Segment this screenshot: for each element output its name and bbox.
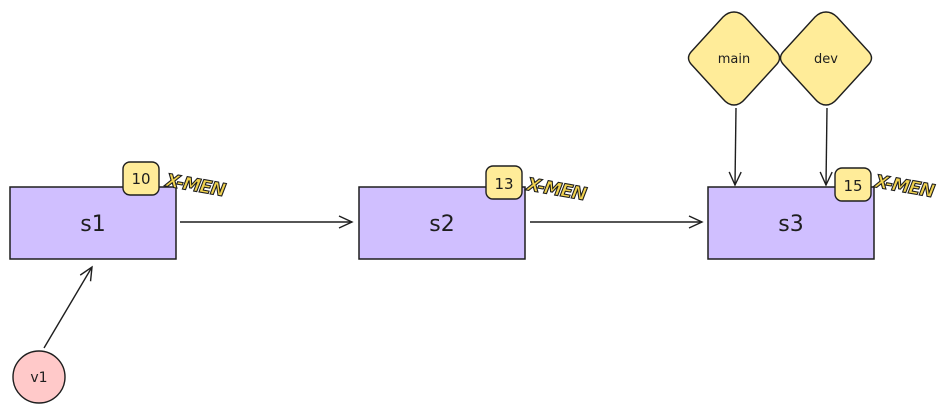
node-label: s2: [429, 212, 454, 237]
node-s1[interactable]: s1: [9, 186, 177, 260]
branch-label: main: [718, 52, 750, 67]
branch-label: dev: [814, 52, 838, 67]
node-label: s3: [778, 212, 803, 237]
node-label: s1: [80, 212, 105, 237]
badge-s2: 13: [485, 165, 523, 200]
edge-dev-s3: [819, 107, 833, 187]
edge-v1-s1: [43, 265, 93, 349]
branch-dev[interactable]: dev: [779, 11, 873, 106]
version-v1[interactable]: v1: [12, 350, 66, 404]
xmen-logo-icon: X-MEN: [872, 171, 936, 202]
badge-value: 10: [131, 170, 150, 188]
xmen-logo-icon: X-MEN: [524, 174, 588, 205]
node-s3[interactable]: s3: [707, 186, 875, 260]
badge-s3: 15: [834, 167, 872, 202]
edge-main-s3: [728, 107, 742, 187]
badge-value: 15: [843, 177, 862, 195]
branch-main[interactable]: main: [687, 11, 781, 106]
badge-value: 13: [494, 175, 513, 193]
version-label: v1: [30, 370, 47, 386]
badge-s1: 10: [122, 161, 160, 196]
